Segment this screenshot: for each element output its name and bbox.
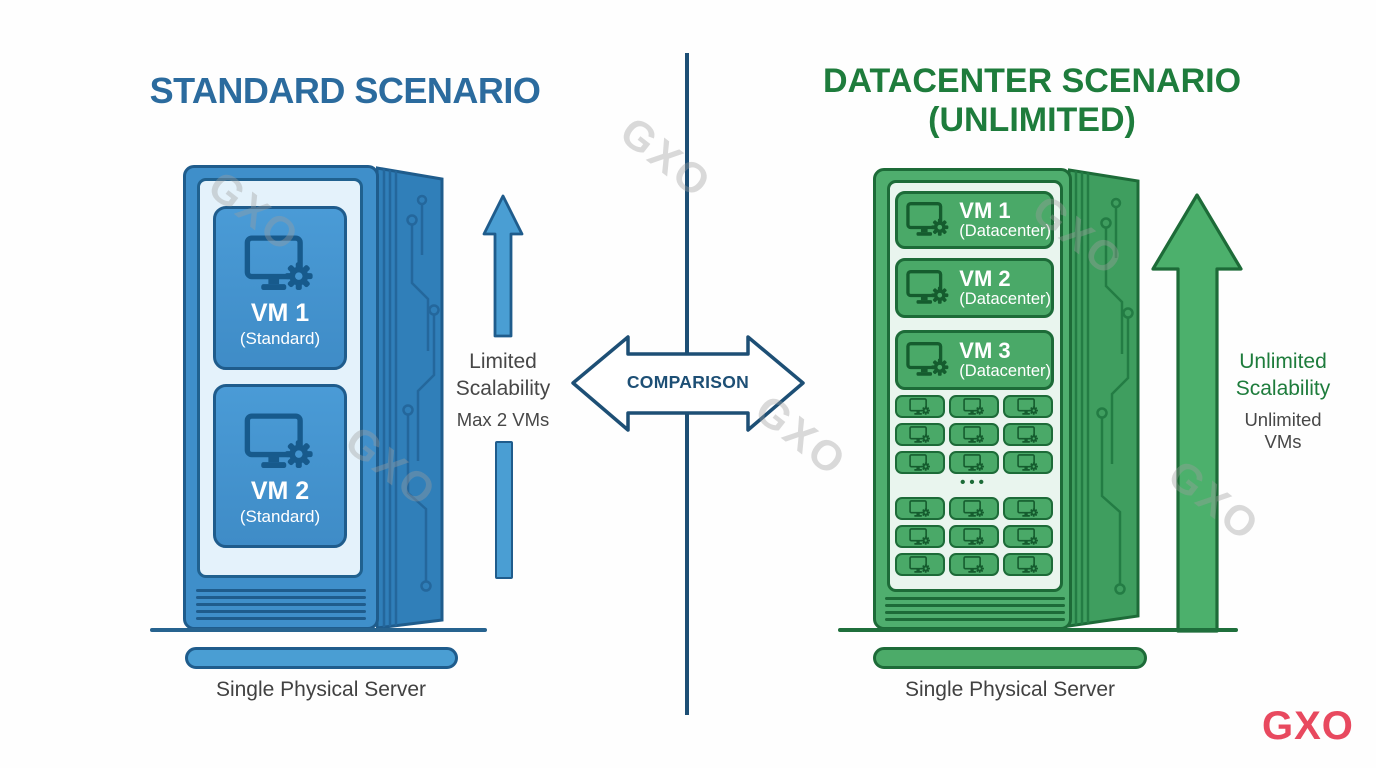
unlimited-scalability-text: Unlimited Scalability Unlimited VMs — [1193, 348, 1373, 453]
scalability-line: Unlimited — [1239, 350, 1327, 373]
gxo-logo: GXO — [1262, 704, 1354, 748]
server-base-bar — [873, 647, 1147, 669]
mini-monitor-gear-icon — [909, 454, 931, 472]
mini-monitor-gear-icon — [909, 500, 931, 518]
vm-name: VM 3 — [959, 337, 1011, 363]
mini-monitor-gear-icon — [1017, 500, 1039, 518]
max-vms-label: Max 2 VMs — [456, 409, 550, 430]
mini-monitor-gear-icon — [963, 426, 985, 444]
server-vent — [885, 604, 1065, 607]
vm-card-standard-2: VM 2 (Standard) — [213, 384, 347, 548]
mini-monitor-gear-icon — [963, 528, 985, 546]
mini-monitor-gear-icon — [1017, 398, 1039, 416]
vm-cell — [1003, 497, 1053, 520]
vm-name: VM 2 — [959, 265, 1011, 291]
single-physical-server-label: Single Physical Server — [215, 678, 427, 701]
server-vent — [885, 618, 1065, 621]
mini-monitor-gear-icon — [909, 398, 931, 416]
vm-cell — [895, 553, 945, 576]
server-base-bar — [185, 647, 458, 669]
mini-monitor-gear-icon — [963, 500, 985, 518]
vm-edition: (Standard) — [239, 329, 321, 348]
ground-line — [838, 628, 1238, 632]
monitor-gear-icon — [906, 341, 950, 379]
vm-card-datacenter-1: VM 1 (Datacenter) — [895, 191, 1054, 249]
vm-cell — [1003, 423, 1053, 446]
server-vent — [196, 596, 366, 599]
scalability-line: Scalability — [1235, 377, 1331, 400]
gxo-watermark: GXO — [611, 107, 722, 208]
mini-monitor-gear-icon — [909, 556, 931, 574]
standard-scenario-title: STANDARD SCENARIO — [149, 70, 541, 111]
mini-monitor-gear-icon — [1017, 528, 1039, 546]
vm-cell — [895, 395, 945, 418]
vm-name: VM 2 — [250, 477, 310, 505]
limited-scalability-arrow — [482, 194, 524, 338]
vm-edition: (Datacenter) — [959, 221, 1051, 240]
mini-monitor-gear-icon — [963, 454, 985, 472]
vm-card-standard-1: VM 1 (Standard) — [213, 206, 347, 370]
mini-monitor-gear-icon — [1017, 426, 1039, 444]
mini-monitor-gear-icon — [909, 528, 931, 546]
mini-monitor-gear-icon — [909, 426, 931, 444]
vm-cell — [1003, 525, 1053, 548]
server-vent — [196, 610, 366, 613]
vm-cell — [1003, 553, 1053, 576]
vm-edition: (Datacenter) — [959, 361, 1051, 380]
vm-edition: (Datacenter) — [959, 289, 1051, 308]
single-physical-server-label: Single Physical Server — [904, 678, 1116, 701]
vm-cell — [895, 497, 945, 520]
title-line-2: (UNLIMITED) — [928, 101, 1136, 139]
limited-scalability-text: Limited Scalability Max 2 VMs — [413, 348, 593, 431]
datacenter-scenario-title: DATACENTER SCENARIO (UNLIMITED) — [782, 62, 1282, 140]
mini-monitor-gear-icon — [963, 556, 985, 574]
blue-server-side-circuit — [376, 166, 444, 630]
vm-card-datacenter-3: VM 3 (Datacenter) — [895, 330, 1054, 390]
title-line-1: DATACENTER SCENARIO — [822, 62, 1242, 100]
vm-cell — [1003, 451, 1053, 474]
vm-edition: (Standard) — [239, 507, 321, 526]
unlimited-vms-label: Unlimited — [1244, 409, 1322, 430]
scalability-line: Scalability — [455, 377, 551, 400]
monitor-gear-icon — [244, 413, 316, 472]
server-vent — [885, 597, 1065, 600]
mini-monitor-gear-icon — [963, 398, 985, 416]
vm-cell — [949, 525, 999, 548]
vm-cell — [949, 423, 999, 446]
vm-cell — [895, 451, 945, 474]
server-vent — [196, 603, 366, 606]
vm-cell — [949, 395, 999, 418]
comparison-double-arrow — [571, 335, 805, 432]
limited-scalability-bar — [495, 441, 513, 579]
scalability-line: Limited — [469, 350, 537, 373]
vm-cell — [1003, 395, 1053, 418]
mini-monitor-gear-icon — [1017, 556, 1039, 574]
server-vent — [885, 611, 1065, 614]
vm-cell — [949, 451, 999, 474]
vm-card-datacenter-2: VM 2 (Datacenter) — [895, 258, 1054, 318]
vm-cell — [949, 497, 999, 520]
ellipsis-more-vms: ••• — [960, 474, 988, 491]
server-vent — [196, 589, 366, 592]
server-vent — [196, 617, 366, 620]
mini-monitor-gear-icon — [1017, 454, 1039, 472]
vm-cell — [895, 423, 945, 446]
vm-name: VM 1 — [250, 299, 310, 327]
ground-line — [150, 628, 487, 632]
comparison-label: COMPARISON — [626, 372, 750, 392]
vm-cell — [949, 553, 999, 576]
monitor-gear-icon — [906, 269, 950, 307]
monitor-gear-icon — [906, 201, 950, 239]
vm-cell — [895, 525, 945, 548]
vm-name: VM 1 — [959, 197, 1011, 223]
unlimited-vms-label: VMs — [1264, 431, 1302, 452]
